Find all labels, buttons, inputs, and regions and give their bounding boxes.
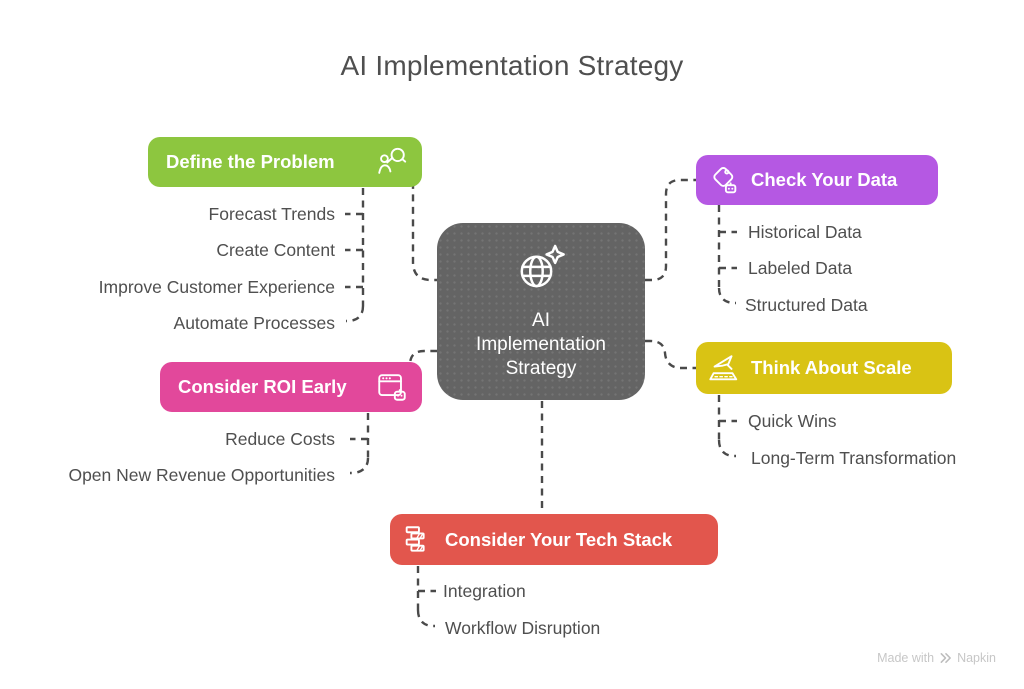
page-title: AI Implementation Strategy (340, 50, 684, 81)
connector-tail-open-new-revenue (350, 457, 370, 475)
leaf-quick-wins: Quick Wins (748, 411, 837, 431)
connector-tail-workflow-disruption (416, 609, 435, 628)
watermark-prefix: Made with (877, 651, 935, 665)
leaf-structured-data: Structured Data (745, 295, 868, 315)
leaf-workflow-disruption: Workflow Disruption (445, 618, 601, 638)
central-node: AI Implementation Strategy (437, 223, 645, 400)
branch-check-your-data: Check Your Data (696, 155, 938, 205)
tech-stack-icon (401, 523, 435, 557)
leaf-open-new-revenue-opportunities: Open New Revenue Opportunities (68, 465, 335, 485)
leaf-historical-data: Historical Data (748, 222, 862, 242)
branch-consider-tech-stack: Consider Your Tech Stack (390, 514, 718, 565)
tag-robot-icon (707, 163, 741, 197)
leaf-labeled-data: Labeled Data (748, 258, 853, 278)
globe-sparkle-icon (513, 242, 569, 299)
person-magnifier-icon (375, 145, 409, 179)
leaf-integration: Integration (443, 581, 526, 601)
leaf-improve-customer-experience: Improve Customer Experience (98, 277, 335, 297)
connector-tail-structured-data (717, 287, 736, 305)
branch-consider-roi-early: Consider ROI Early (160, 362, 422, 412)
napkin-logo-icon (939, 652, 952, 664)
central-node-label: AI Implementation Strategy (476, 309, 606, 380)
branch-think-about-scale: Think About Scale (696, 342, 952, 394)
leaf-create-content: Create Content (216, 240, 335, 260)
leaf-reduce-costs: Reduce Costs (225, 429, 335, 449)
connector-center-scale (645, 339, 696, 370)
leaf-automate-processes: Automate Processes (173, 313, 335, 333)
branch-label: Check Your Data (751, 169, 898, 190)
branch-label: Think About Scale (751, 357, 912, 378)
leaf-forecast-trends: Forecast Trends (208, 204, 335, 224)
browser-robot-icon (375, 370, 409, 404)
branch-label: Define the Problem (166, 151, 335, 172)
plane-takeoff-icon (707, 351, 741, 385)
connector-tail-automate-processes (346, 305, 365, 323)
connector-center-check-data (645, 178, 696, 282)
branch-label: Consider Your Tech Stack (445, 528, 673, 550)
watermark: Made with Napkin (877, 651, 996, 665)
branch-define-problem: Define the Problem (148, 137, 422, 187)
watermark-brand: Napkin (957, 651, 996, 665)
leaf-long-term-transformation: Long-Term Transformation (751, 448, 957, 468)
connector-tail-long-term-transformation (717, 439, 736, 458)
branch-label: Consider ROI Early (178, 376, 347, 397)
